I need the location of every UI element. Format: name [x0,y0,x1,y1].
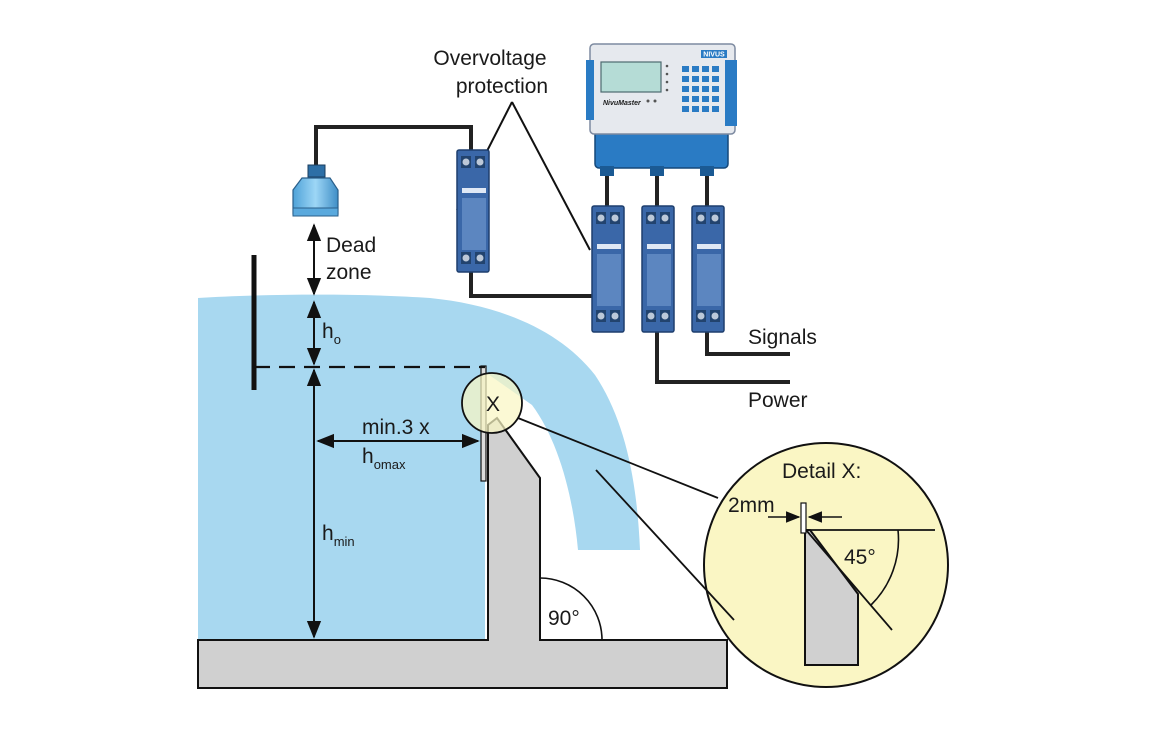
min3x-label: min.3 x [362,416,430,439]
protection-module-1 [591,205,625,333]
detail-x-marker [461,372,523,434]
weir-structure [197,416,728,689]
ho-label: ho [322,320,341,347]
x-marker-label: X [486,393,500,416]
detail-45-line [805,529,893,631]
detail-plate-edge [800,502,807,534]
signals-cable [705,332,790,356]
dimension-arrows [306,223,480,639]
hmin-label: hmin [322,522,355,549]
angle-45-arc [870,529,900,606]
nivus-badge-text: NIVUS [703,52,725,59]
angle-45-label: 45° [844,546,876,569]
link-cable [469,272,592,298]
labels: Overvoltage protection Dead zone ho min.… [322,47,876,630]
power-cable [655,332,790,384]
dead-zone-label-line1: Dead [326,234,376,257]
detail-leader-line-2 [595,469,735,621]
detail-title: Detail X: [782,460,861,483]
angle-90-label: 90° [548,607,580,630]
overvoltage-label-line1: Overvoltage [433,47,546,70]
dead-zone-label-line2: zone [326,261,372,284]
overvoltage-label-line2: protection [456,75,548,98]
protection-module-2 [641,205,675,333]
controller-base [594,129,729,169]
angle-90-arc [539,577,603,641]
controller-unit: NIVUS NivuMaster [586,43,737,176]
protection-module-3 [691,205,725,333]
homax-label: homax [362,445,406,472]
overvoltage-leader-2 [511,101,591,251]
detail-x-view [595,442,949,688]
controller-brand: NivuMaster [603,100,642,107]
nivus-badge [701,50,727,58]
protection-module-sensor [456,149,490,273]
controller-display [600,61,662,93]
signals-label: Signals [748,326,817,349]
detail-leader-line-1 [517,417,719,499]
sensor-cable [314,125,473,167]
ultrasonic-sensor [292,164,339,217]
two-mm-label: 2mm [728,494,775,517]
power-label: Power [748,389,808,412]
controller-keypad [682,66,719,112]
